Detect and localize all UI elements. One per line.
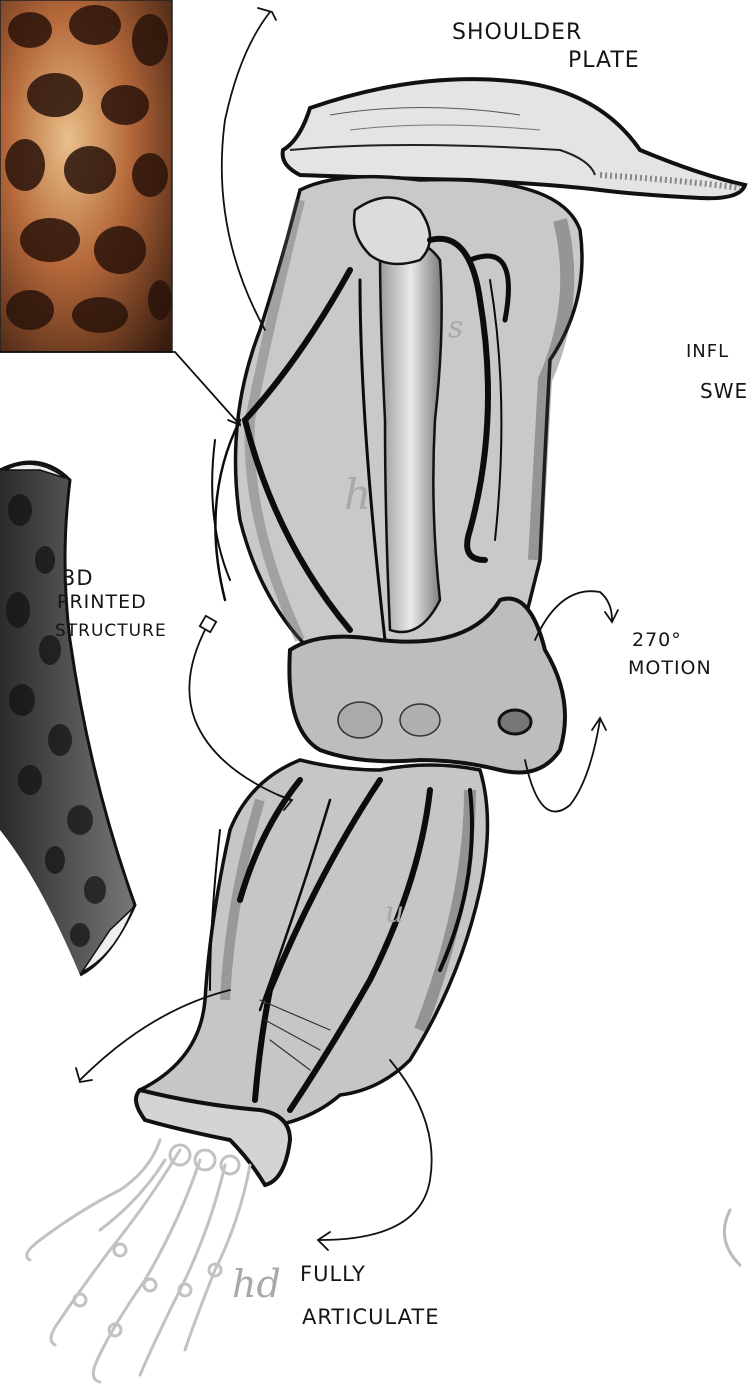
- label-articulate-line1: FULLY: [300, 1262, 366, 1286]
- bone-letter-s: s: [448, 310, 463, 345]
- label-printed-line3: STRUCTURE: [55, 622, 167, 642]
- label-motion-line2: MOTION: [628, 658, 712, 680]
- label-swe-partial: SWE: [700, 380, 748, 403]
- label-printed-line1: 3D: [62, 566, 94, 590]
- printed-structure-section: [0, 462, 135, 975]
- label-articulate-line2: ARTICULATE: [302, 1305, 440, 1329]
- label-infl-partial: INFL: [686, 342, 729, 363]
- bone-structure-photo: [0, 0, 172, 352]
- bone-letter-h: h: [344, 470, 371, 519]
- label-motion-line1: 270°: [632, 630, 682, 652]
- bone-letter-u: u: [385, 895, 404, 930]
- bone-letter-hd: hd: [232, 1262, 281, 1306]
- hand-skeleton: [27, 1140, 250, 1382]
- label-shoulder-line1: SHOULDER: [452, 20, 582, 45]
- label-shoulder-line2: PLATE: [568, 48, 640, 73]
- label-printed-line2: PRINTED: [57, 592, 147, 614]
